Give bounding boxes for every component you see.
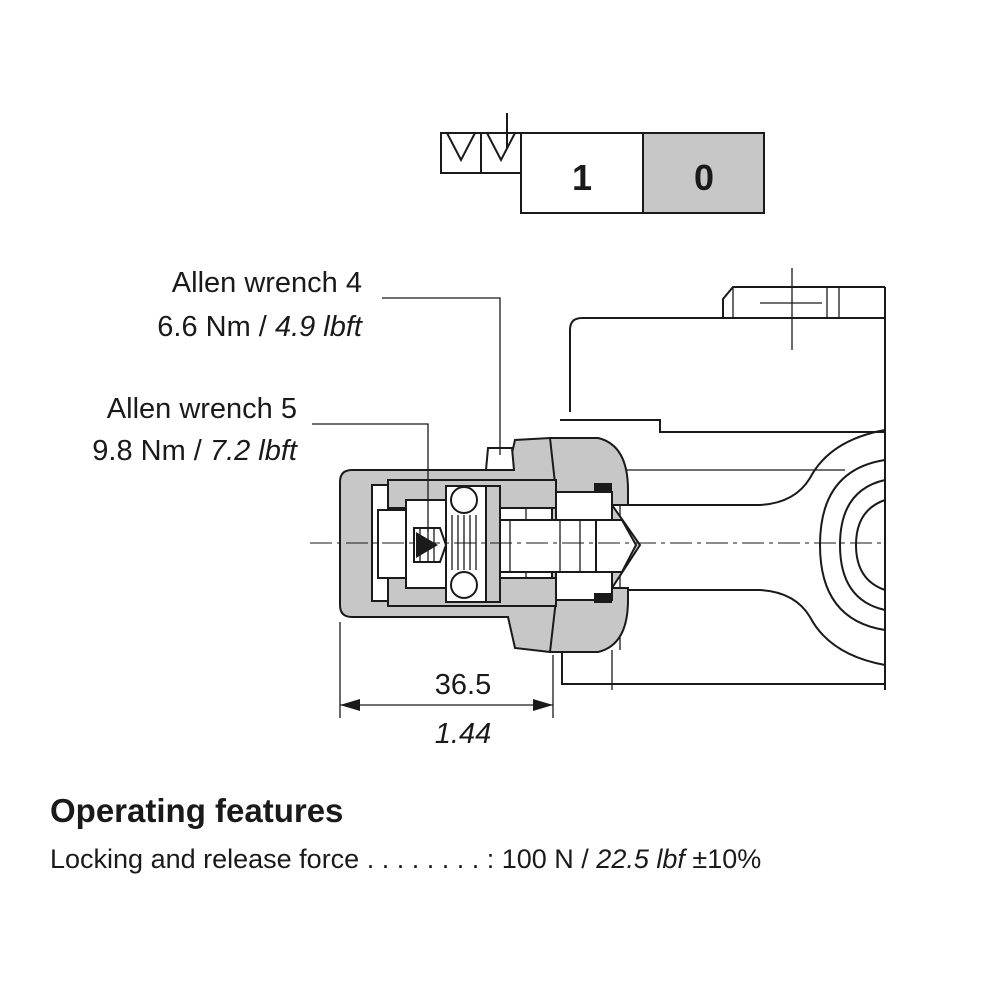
seal-ring	[594, 483, 612, 493]
wrench4-torque-metric: 6.6 Nm /	[157, 311, 275, 343]
dimension-imperial: 1.44	[435, 718, 491, 750]
wrench4-torque: 6.6 Nm / 4.9 lbft	[157, 311, 364, 343]
detent-ball	[450, 486, 478, 514]
features-value-metric: 100 N /	[502, 844, 597, 874]
wrench5-label: Allen wrench 5	[107, 393, 297, 425]
features-row-leader: . . . . . . . . :	[359, 844, 502, 874]
position-box-1	[520, 132, 644, 214]
features-value-imperial: 22.5 lbf	[595, 844, 687, 874]
wrench5-torque-imperial: 7.2 lbft	[210, 435, 299, 467]
arrowhead-icon	[533, 699, 553, 711]
features-row: Locking and release force . . . . . . . …	[50, 844, 761, 874]
position-box-0	[642, 132, 765, 214]
position-label-0: 0	[694, 157, 714, 198]
wrench4-torque-imperial: 4.9 lbft	[275, 311, 364, 343]
locking-cap-assembly	[339, 436, 638, 654]
leader-wrench4	[382, 297, 501, 455]
arrowhead-icon	[340, 699, 360, 711]
dimension-metric: 36.5	[435, 669, 491, 701]
flange-section	[549, 437, 642, 653]
seal-ring	[594, 593, 612, 603]
wrench5-torque: 9.8 Nm / 7.2 lbft	[92, 435, 299, 467]
switch-position-symbol: 1 0	[440, 113, 765, 214]
detent-notch-icon	[486, 132, 516, 163]
features-tolerance: ±10%	[685, 844, 761, 874]
wrench4-label: Allen wrench 4	[172, 267, 362, 299]
features-heading: Operating features	[50, 792, 343, 829]
position-label-1: 1	[572, 157, 592, 198]
leader-wrench5	[312, 423, 429, 532]
valve-body	[560, 268, 886, 690]
wrench5-torque-metric: 9.8 Nm /	[92, 435, 210, 467]
dimension-36-5: 36.5 1.44	[339, 622, 554, 750]
features-row-label: Locking and release force	[50, 844, 359, 874]
detent-ball	[450, 571, 478, 599]
detent-notch-icon	[446, 132, 476, 163]
